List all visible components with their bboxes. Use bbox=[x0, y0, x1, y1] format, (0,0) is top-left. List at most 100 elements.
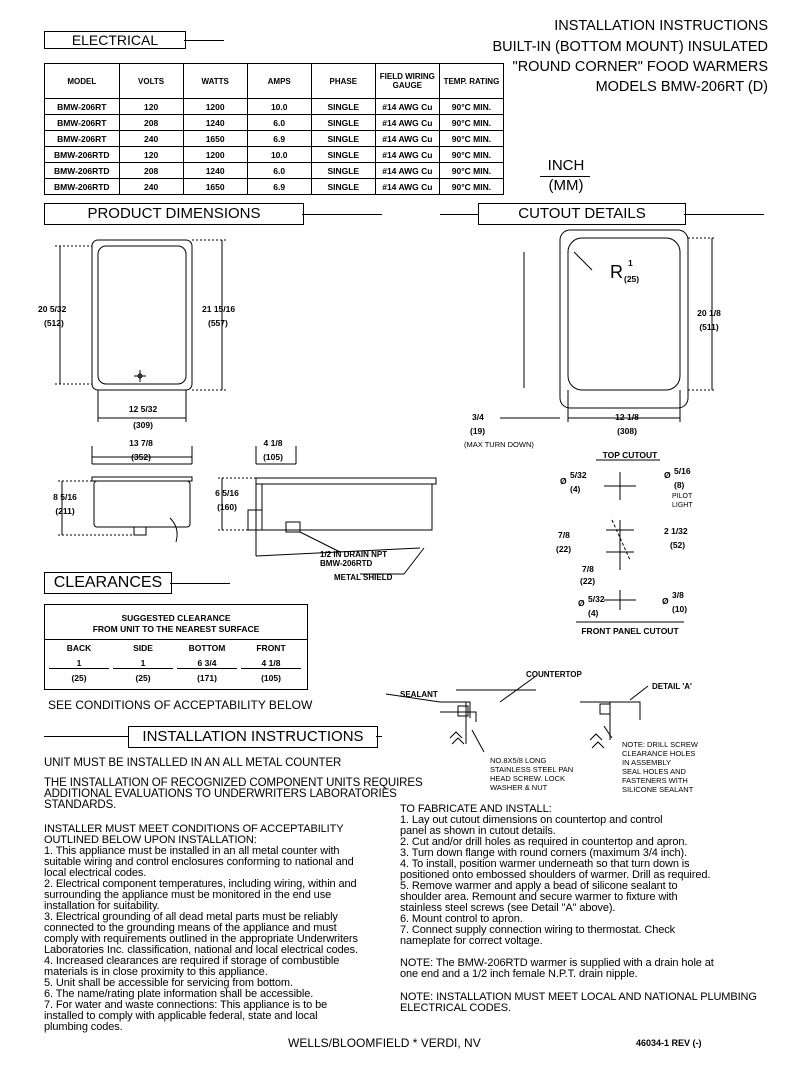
section-rule bbox=[684, 214, 764, 215]
section-rule bbox=[376, 736, 382, 737]
section-rule bbox=[440, 214, 478, 215]
clearance-divider bbox=[45, 639, 307, 640]
drain-label: 1/2 IN DRAIN NPT BMW-206RTD bbox=[320, 550, 388, 568]
table-cell: BMW-206RTD bbox=[44, 178, 120, 195]
screw-note: NO.8X5/8 LONG STAINLESS STEEL PAN HEAD S… bbox=[490, 756, 574, 792]
clearance-mm: (171) bbox=[197, 673, 217, 683]
front-panel-cutout-label: FRONT PANEL CUTOUT bbox=[581, 626, 679, 636]
pilot-light: PILOT LIGHT bbox=[672, 493, 693, 509]
dim-height2-mm: (557) bbox=[208, 318, 228, 328]
flange-note: (MAX TURN DOWN) bbox=[464, 440, 534, 449]
section-electrical: ELECTRICAL bbox=[44, 31, 186, 49]
d1-in: 5/32 bbox=[570, 470, 587, 480]
cutout-inner bbox=[568, 238, 680, 390]
dim-width2-mm: (352) bbox=[131, 452, 151, 462]
table-cell: #14 AWG Cu bbox=[374, 178, 440, 195]
footer-company: WELLS/BLOOMFIELD * VERDI, NV bbox=[288, 1036, 481, 1050]
electrical-table: MODEL VOLTS WATTS AMPS PHASE FIELD WIRIN… bbox=[44, 63, 505, 195]
dim-depth-in: 4 1/8 bbox=[263, 438, 283, 448]
clearance-in: 1 bbox=[49, 658, 109, 669]
dim-width-in: 12 5/32 bbox=[128, 404, 158, 414]
clearance-in: 4 1/8 bbox=[241, 658, 301, 669]
clearance-in: 1 bbox=[113, 658, 173, 669]
dim-sideh-in: 8 5/16 bbox=[53, 492, 77, 502]
dim-depth-mm: (105) bbox=[263, 452, 283, 462]
section-product-dimensions: PRODUCT DIMENSIONS bbox=[44, 203, 304, 225]
d7-mm: (10) bbox=[672, 604, 688, 614]
dim-width-mm: (309) bbox=[133, 420, 153, 430]
table-cell: 1650 bbox=[182, 178, 248, 195]
clearance-table: SUGGESTED CLEARANCE FROM UNIT TO THE NEA… bbox=[44, 604, 308, 690]
dia-2: Ø bbox=[664, 470, 671, 480]
dim-height-mm: (512) bbox=[44, 318, 64, 328]
shield-label: METAL SHIELD bbox=[334, 573, 393, 582]
d5-mm: (22) bbox=[580, 576, 596, 586]
dia-3: Ø bbox=[578, 598, 585, 608]
clearance-label: BOTTOM bbox=[188, 643, 226, 653]
d6-in: 5/32 bbox=[588, 594, 605, 604]
header-title-3: "ROUND CORNER" FOOD WARMERS bbox=[512, 59, 768, 75]
unit-note: UNIT MUST BE INSTALLED IN AN ALL METAL C… bbox=[44, 757, 342, 769]
clearance-mm: (105) bbox=[261, 673, 281, 683]
product-top-outline bbox=[92, 240, 192, 390]
section-rule bbox=[170, 583, 230, 584]
unit-inch: INCH bbox=[547, 157, 585, 174]
recognized-text: THE INSTALLATION OF RECOGNIZED COMPONENT… bbox=[44, 777, 423, 811]
clearance-title-2: FROM UNIT TO THE NEAREST SURFACE bbox=[92, 624, 260, 634]
section-rule bbox=[184, 40, 224, 41]
clearance-mm: (25) bbox=[71, 673, 87, 683]
drain-note: NOTE: The BMW-206RTD warmer is supplied … bbox=[400, 957, 714, 980]
section-cutout-details: CUTOUT DETAILS bbox=[478, 203, 686, 225]
radius-in: 1 bbox=[628, 258, 633, 268]
table-cell: 90°C MIN. bbox=[438, 178, 505, 195]
fabricate-text: TO FABRICATE AND INSTALL: 1. Lay out cut… bbox=[400, 803, 711, 947]
clearance-title-1: SUGGESTED CLEARANCE bbox=[121, 613, 231, 623]
header-title-2: BUILT-IN (BOTTOM MOUNT) INSULATED bbox=[492, 39, 768, 55]
clearance-mm: (25) bbox=[135, 673, 151, 683]
d4-mm: (52) bbox=[670, 540, 686, 550]
detail-a-label: DETAIL 'A' bbox=[652, 682, 692, 691]
d4-in: 2 1/32 bbox=[664, 526, 688, 536]
dia-1: Ø bbox=[560, 476, 567, 486]
d2-mm: (8) bbox=[674, 480, 685, 490]
col-phase: PHASE bbox=[310, 63, 376, 99]
header-title-1: INSTALLATION INSTRUCTIONS bbox=[554, 18, 768, 34]
side-view-top bbox=[256, 478, 436, 484]
dim-width2-in: 13 7/8 bbox=[129, 438, 153, 448]
d3-mm: (22) bbox=[556, 544, 572, 554]
cutout-height-in: 20 1/8 bbox=[697, 308, 721, 318]
product-top-inner bbox=[98, 246, 186, 384]
side-view-body bbox=[262, 484, 432, 530]
clearance-note: SEE CONDITIONS OF ACCEPTABILITY BELOW bbox=[48, 698, 313, 712]
cutout-height-mm: (511) bbox=[699, 322, 719, 332]
header-title-4: MODELS BMW-206RT (D) bbox=[595, 79, 768, 95]
d3-in: 7/8 bbox=[558, 530, 570, 540]
d7-in: 3/8 bbox=[672, 590, 684, 600]
cutout-width-in: 12 1/8 bbox=[615, 412, 639, 422]
clearance-label: SIDE bbox=[133, 643, 153, 653]
top-cutout-label: TOP CUTOUT bbox=[602, 450, 658, 460]
flange-in: 3/4 bbox=[472, 412, 484, 422]
dim-height-in: 20 5/32 bbox=[38, 304, 67, 314]
d5-in: 7/8 bbox=[582, 564, 594, 574]
dia-4: Ø bbox=[662, 596, 669, 606]
conditions-text: INSTALLER MUST MEET CONDITIONS OF ACCEPT… bbox=[44, 823, 359, 1033]
section-installation: INSTALLATION INSTRUCTIONS bbox=[128, 726, 378, 748]
clearance-in: 6 3/4 bbox=[177, 658, 237, 669]
col-volts: VOLTS bbox=[118, 63, 184, 99]
radius-label: R bbox=[610, 262, 623, 282]
d2-in: 5/16 bbox=[674, 466, 691, 476]
section-rule bbox=[44, 736, 128, 737]
footer-doc-number: 46034-1 REV (-) bbox=[636, 1038, 702, 1048]
d6-mm: (4) bbox=[588, 608, 599, 618]
front-view-body bbox=[94, 481, 190, 527]
dim-sideh-mm: (211) bbox=[55, 506, 75, 516]
col-gauge: FIELD WIRING GAUGE bbox=[374, 63, 440, 99]
flange-mm: (19) bbox=[470, 426, 486, 436]
cutout-width-mm: (308) bbox=[617, 426, 637, 436]
